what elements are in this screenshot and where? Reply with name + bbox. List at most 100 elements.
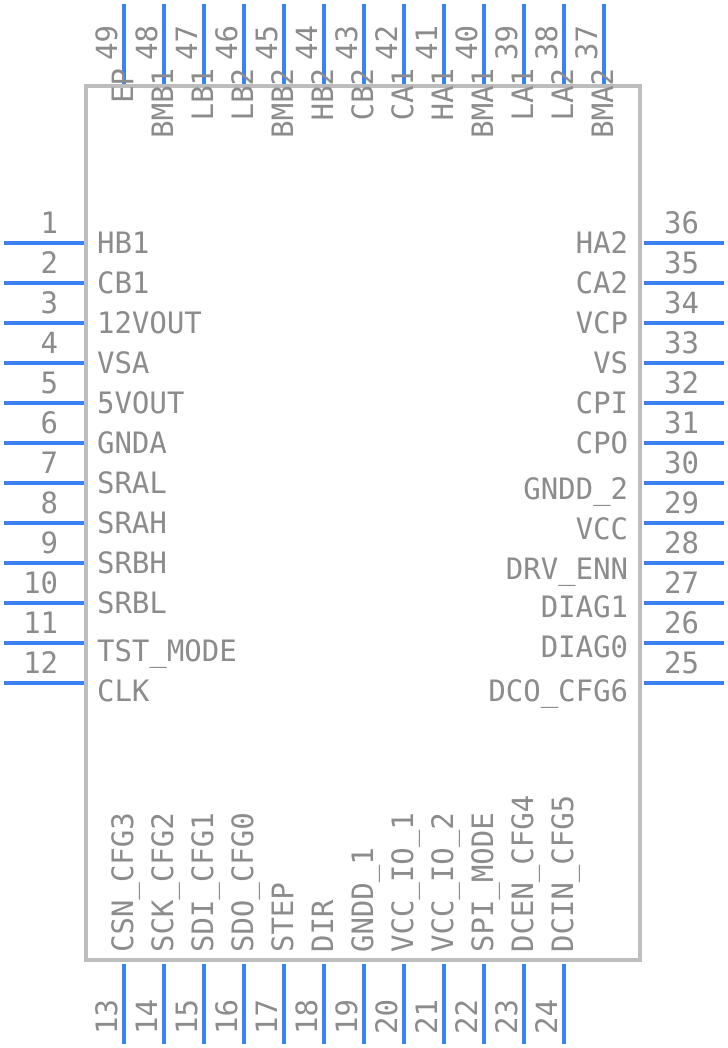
pin-name: CA2 <box>575 266 628 300</box>
pin-name: EP <box>106 68 140 103</box>
pin-name: BMA2 <box>586 68 620 138</box>
pin-lead-bottom <box>282 964 286 1044</box>
pin-number: 40 <box>450 25 484 60</box>
pin-number: 10 <box>23 566 58 600</box>
pin-number: 41 <box>410 25 444 60</box>
pin-name: CLK <box>97 674 150 708</box>
pin-lead-bottom <box>362 964 366 1044</box>
pin-name: SRAL <box>97 466 167 500</box>
pin-lead-bottom <box>322 964 326 1044</box>
pin-name: HA1 <box>426 68 460 121</box>
pin-lead-top <box>522 4 526 84</box>
pin-lead-right <box>644 521 724 525</box>
pin-lead-top <box>362 4 366 84</box>
pin-number: 48 <box>130 25 164 60</box>
pin-name: BMB1 <box>146 68 180 138</box>
pin-name: CSN_CFG3 <box>106 812 140 952</box>
pin-lead-bottom <box>162 964 166 1044</box>
pin-number: 21 <box>410 999 444 1034</box>
pin-number: 49 <box>90 25 124 60</box>
pin-number: 39 <box>490 25 524 60</box>
pin-name: LA1 <box>506 68 540 121</box>
pin-number: 18 <box>290 999 324 1034</box>
pin-lead-top <box>442 4 446 84</box>
pin-number: 38 <box>530 25 564 60</box>
pin-number: 19 <box>330 999 364 1034</box>
pin-name: BMB2 <box>266 68 300 138</box>
pin-number: 5 <box>40 366 58 400</box>
pin-lead-left <box>4 561 84 565</box>
pin-lead-bottom <box>202 964 206 1044</box>
pin-name: DCEN_CFG4 <box>506 794 540 952</box>
pin-name: VCC <box>575 512 628 546</box>
pin-number: 20 <box>370 999 404 1034</box>
pin-lead-left <box>4 281 84 285</box>
pin-lead-left <box>4 241 84 245</box>
pin-number: 2 <box>40 246 58 280</box>
pin-lead-right <box>644 321 724 325</box>
pin-lead-left <box>4 321 84 325</box>
pin-number: 17 <box>250 999 284 1034</box>
pin-lead-right <box>644 401 724 405</box>
pin-lead-bottom <box>442 964 446 1044</box>
pin-number: 1 <box>40 206 58 240</box>
pin-lead-bottom <box>482 964 486 1044</box>
pin-name: LA2 <box>546 68 580 121</box>
ic-body-outline <box>84 84 642 962</box>
pin-lead-top <box>482 4 486 84</box>
pin-name: TST_MODE <box>97 634 237 668</box>
pin-number: 33 <box>664 326 699 360</box>
pin-name: CA1 <box>386 68 420 121</box>
pin-lead-left <box>4 641 84 645</box>
pin-name: LB2 <box>226 68 260 121</box>
pin-number: 34 <box>664 286 699 320</box>
pin-name: CB2 <box>346 68 380 121</box>
pin-number: 45 <box>250 25 284 60</box>
pin-number: 43 <box>330 25 364 60</box>
pin-name: HB2 <box>306 68 340 121</box>
pin-number: 26 <box>664 606 699 640</box>
pin-lead-right <box>644 601 724 605</box>
pin-number: 4 <box>40 326 58 360</box>
pin-number: 27 <box>664 566 699 600</box>
pin-name: VS <box>593 346 628 380</box>
pin-number: 23 <box>490 999 524 1034</box>
pin-name: VCP <box>575 306 628 340</box>
pin-name: GNDA <box>97 426 167 460</box>
pin-name: 5VOUT <box>97 386 185 420</box>
pin-name: SRBH <box>97 546 167 580</box>
pin-lead-top <box>202 4 206 84</box>
pin-lead-bottom <box>562 964 566 1044</box>
pin-name: GNDD_2 <box>523 472 628 506</box>
pin-number: 30 <box>664 446 699 480</box>
pin-number: 6 <box>40 406 58 440</box>
pin-number: 36 <box>664 206 699 240</box>
pin-name: SCK_CFG2 <box>146 812 180 952</box>
pin-number: 14 <box>130 999 164 1034</box>
pin-lead-left <box>4 521 84 525</box>
pin-name: SRAH <box>97 506 167 540</box>
pin-name: LB1 <box>186 68 220 121</box>
pin-lead-right <box>644 281 724 285</box>
pin-lead-right <box>644 641 724 645</box>
pin-name: SDO_CFG0 <box>226 812 260 952</box>
pin-name: HB1 <box>97 226 150 260</box>
pin-name: DIR <box>306 899 340 952</box>
pin-number: 47 <box>170 25 204 60</box>
pin-name: VCC_IO_1 <box>386 812 420 952</box>
pin-name: SDI_CFG1 <box>186 812 220 952</box>
pin-name: DIAG0 <box>540 630 628 664</box>
pin-lead-top <box>322 4 326 84</box>
pin-number: 12 <box>23 646 58 680</box>
pin-lead-right <box>644 241 724 245</box>
pin-lead-top <box>602 4 606 84</box>
pin-lead-right <box>644 681 724 685</box>
pin-lead-left <box>4 481 84 485</box>
pin-lead-left <box>4 361 84 365</box>
pin-number: 13 <box>90 999 124 1034</box>
pin-number: 9 <box>40 526 58 560</box>
pin-lead-bottom <box>122 964 126 1044</box>
pin-lead-bottom <box>522 964 526 1044</box>
pin-number: 46 <box>210 25 244 60</box>
